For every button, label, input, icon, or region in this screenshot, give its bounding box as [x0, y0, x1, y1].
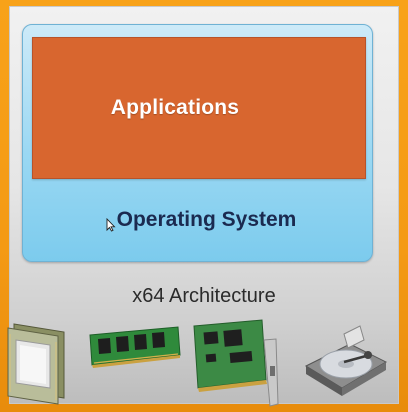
hard-drive-icon: [304, 325, 388, 396]
cpu-chip-icon: [7, 323, 65, 405]
mouse-cursor-icon: [106, 218, 116, 232]
applications-layer: Applications: [32, 37, 366, 179]
expansion-card-icon: [193, 319, 279, 407]
applications-label: Applications: [110, 96, 240, 119]
architecture-label: x64 Architecture: [132, 284, 276, 307]
operating-system-label: Operating System: [116, 208, 297, 231]
memory-module-icon: [89, 326, 181, 368]
